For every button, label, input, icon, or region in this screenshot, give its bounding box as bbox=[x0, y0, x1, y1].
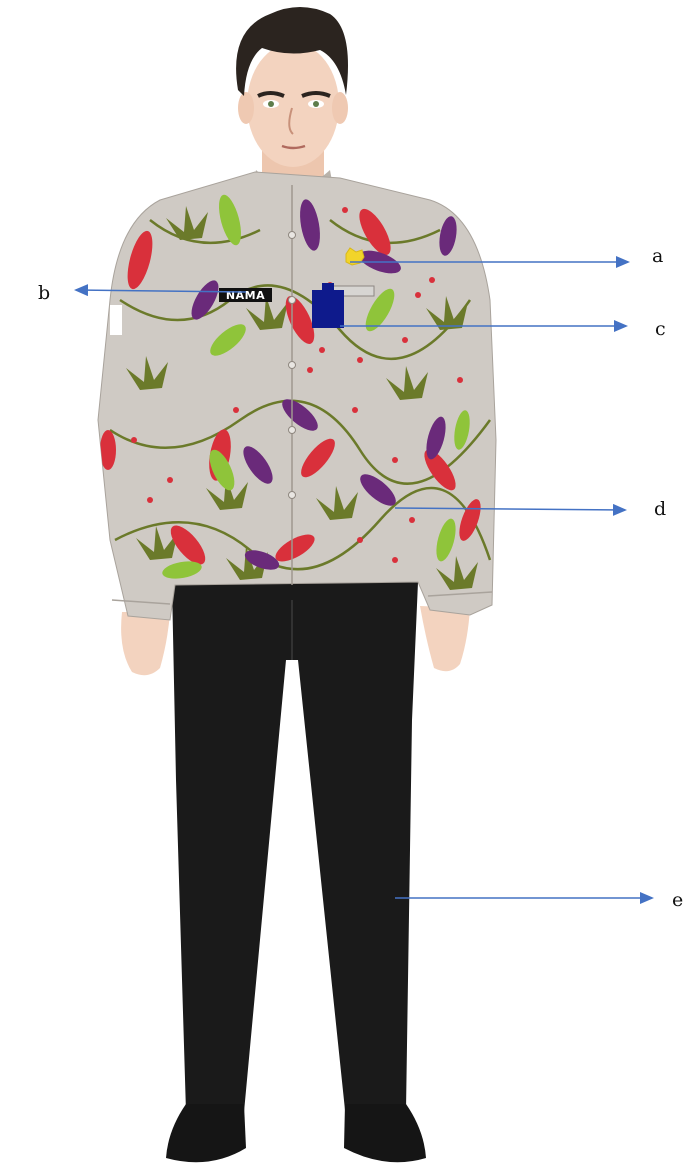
callout-label-e: e bbox=[672, 891, 683, 910]
trousers bbox=[172, 582, 418, 1112]
shoes bbox=[166, 1104, 426, 1162]
callout-label-a: a bbox=[652, 247, 663, 266]
callout-label-c: c bbox=[655, 320, 666, 339]
name-tag-text: NAMA bbox=[226, 289, 265, 302]
name-tag: NAMA bbox=[219, 288, 272, 302]
callout-label-b: b bbox=[38, 284, 50, 303]
callout-label-d: d bbox=[654, 500, 666, 519]
batik-shirt bbox=[98, 172, 496, 620]
